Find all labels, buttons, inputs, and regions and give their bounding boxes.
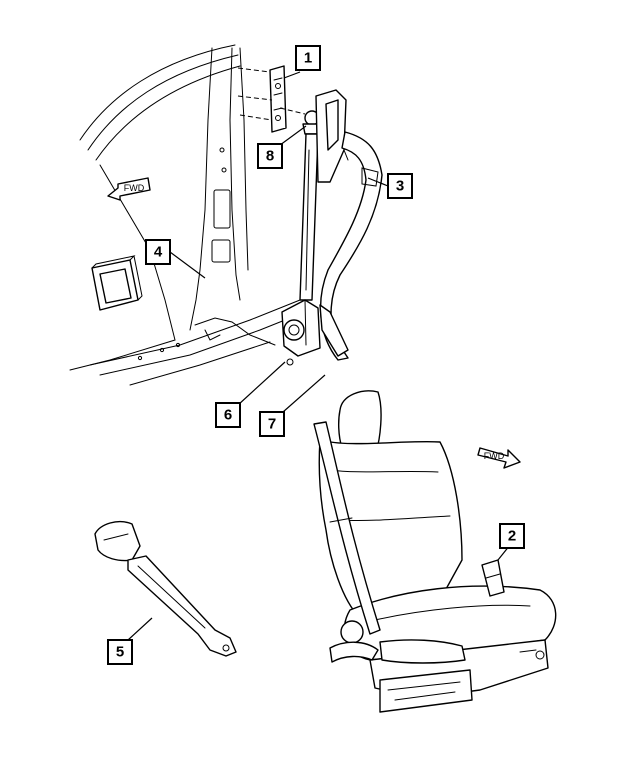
callout-8: 8 [257,143,283,169]
callout-3-label: 3 [396,178,404,195]
callout-6: 6 [215,402,241,428]
callout-6-label: 6 [224,407,232,424]
shoulder-belt-webbing-part-7 [299,133,319,301]
height-adjuster-part-1 [237,65,287,133]
callout-4-label: 4 [154,244,163,261]
callout-2: 2 [499,523,525,549]
lower-pillar-trim-part-3 [319,131,383,361]
callout-4: 4 [145,239,171,265]
callout-1-label: 1 [304,50,312,67]
callout-5: 5 [107,639,133,665]
callout-1: 1 [295,45,321,71]
front-seat-part-2 [313,390,557,713]
trim-bezel-part-4 [91,255,143,311]
buckle-stalk-part-5 [94,520,237,657]
retractor-part-6 [281,299,321,366]
fwd-arrow-upper: FWD [107,177,151,201]
vehicle-body-b-pillar [69,44,311,386]
fwd-arrow-lower: FWD [477,447,521,469]
callout-3: 3 [387,173,413,199]
callout-7-label: 7 [268,416,276,433]
fwd-label-upper: FWD [124,183,145,193]
callout-8-label: 8 [266,148,274,165]
callout-5-label: 5 [116,644,124,661]
callout-7: 7 [259,411,285,437]
fwd-label-lower: FWD [484,451,505,461]
callout-2-label: 2 [508,528,516,545]
upper-pillar-trim [315,89,349,183]
